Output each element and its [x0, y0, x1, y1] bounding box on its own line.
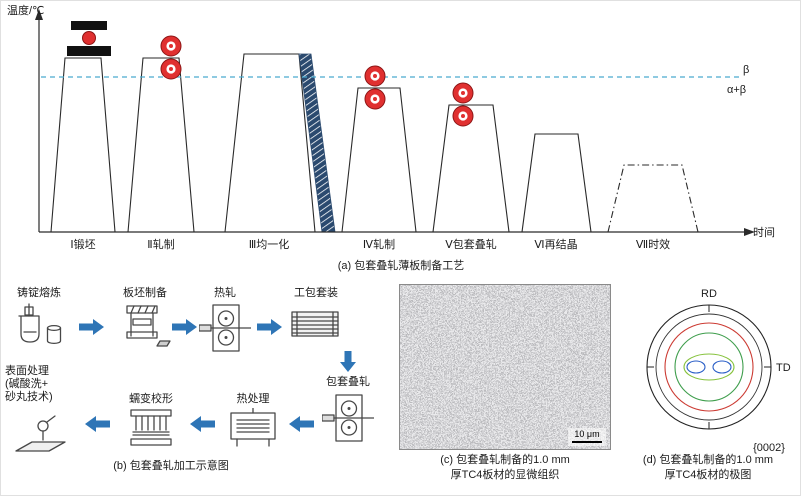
heat-treatment-furnace-icon	[230, 408, 276, 447]
trapezoid-rolling-1	[127, 57, 195, 233]
y-axis-label: 温度/℃	[7, 3, 44, 17]
trapezoid-recrystallization	[521, 133, 592, 233]
micrograph-texture	[400, 285, 610, 449]
flow-label-pack-rolling: 包套叠轧	[326, 376, 370, 388]
pole-figure: RD TD {0002}	[646, 288, 791, 454]
scale-bar-line	[572, 440, 602, 443]
axes	[38, 17, 747, 233]
pack-assembly-icon	[291, 311, 339, 337]
arrow-right-icon	[79, 319, 104, 335]
arrow-left-icon	[85, 416, 110, 432]
x-axis-label: 时间	[753, 226, 775, 239]
panel-d-caption: (d) 包套叠轧制备的1.0 mm 厚TC4板材的极图	[615, 453, 800, 483]
scale-bar-label: 10 μm	[574, 428, 600, 439]
panel-d-caption-line-1: (d) 包套叠轧制备的1.0 mm	[642, 454, 774, 466]
flow-label-hot-rolling: 热轧	[214, 287, 236, 299]
td-axis-label: TD	[776, 362, 791, 374]
arrow-left-icon	[289, 416, 314, 432]
step-label-aging: Ⅶ时效	[636, 237, 670, 251]
rd-axis-label: RD	[701, 288, 717, 300]
step-label-rolling-1: Ⅱ轧制	[147, 237, 174, 251]
surface-treatment-line-3: 砂丸技术)	[5, 391, 53, 403]
beta-label: β	[743, 64, 749, 76]
flow-label-surface-treatment: 表面处理 (碱酸洗+ 砂丸技术)	[5, 365, 81, 404]
creep-forming-press-icon	[130, 409, 172, 446]
alpha-beta-label: α+β	[727, 84, 746, 96]
panel-a-caption: (a) 包套叠轧薄板制备工艺	[338, 258, 465, 272]
y-axis-arrowhead	[35, 9, 43, 20]
hot-rolling-mill-icon	[199, 304, 251, 352]
slab-press-icon	[126, 305, 171, 347]
pole-contour-green	[674, 332, 744, 402]
process-trapezoids	[50, 53, 699, 233]
flow-label-creep-forming: 蠕变校形	[129, 393, 173, 405]
step-label-recrystallization: Ⅵ再结晶	[534, 238, 577, 251]
pole-circle-2	[655, 313, 763, 421]
arrow-right-icon	[172, 319, 197, 335]
panel-d-caption-line-2: 厚TC4板材的极图	[664, 469, 752, 481]
step-label-forging: Ⅰ锻坯	[70, 237, 95, 251]
trapezoid-aging	[607, 164, 699, 233]
panel-c-caption-line-2: 厚TC4板材的显微组织	[450, 469, 560, 481]
pole-plane-label: {0002}	[753, 442, 785, 454]
pole-contour-light-green	[683, 353, 735, 381]
scale-bar: 10 μm	[568, 427, 606, 446]
pole-contour-blue-right	[712, 360, 732, 374]
step-label-pack-rolling: Ⅴ包套叠轧	[445, 237, 497, 251]
pole-contour-red	[664, 322, 754, 412]
panel-a-temperature-diagram: 温度/℃ 时间 β α+β Ⅰ锻坯 Ⅱ轧制 Ⅲ均一化 Ⅳ轧制 Ⅴ包套叠轧 Ⅵ再结…	[7, 3, 775, 272]
pole-tick-marks	[647, 305, 771, 429]
arrow-right-icon	[257, 319, 282, 335]
trapezoid-homogenization	[224, 53, 316, 233]
arrow-down-icon	[340, 351, 356, 372]
step-label-rolling-2: Ⅳ轧制	[363, 237, 395, 251]
pole-outer-circle	[646, 304, 772, 430]
roll-pair-icon-rolling-1	[160, 35, 182, 80]
panel-c-caption: (c) 包套叠轧制备的1.0 mm 厚TC4板材的显微组织	[397, 453, 613, 483]
trapezoid-rolling-2	[341, 87, 417, 233]
flow-label-melting: 铸锭熔炼	[17, 287, 61, 299]
flow-label-heat-treatment: 热处理	[236, 393, 270, 405]
panel-c-caption-line-1: (c) 包套叠轧制备的1.0 mm	[440, 454, 570, 466]
flow-label-slab-prep: 板坯制备	[123, 287, 167, 299]
surface-treatment-icon	[15, 415, 66, 452]
melting-furnace-icon	[18, 303, 62, 345]
flow-label-pack-assembly: 工包套装	[294, 287, 338, 299]
arrow-left-icon	[190, 416, 215, 432]
micrograph-image: 10 μm	[399, 284, 611, 450]
roll-pair-icon-rolling-2	[364, 65, 386, 110]
trapezoid-pack-rolling	[432, 104, 510, 233]
pack-rolling-mill-icon	[322, 394, 374, 442]
surface-treatment-line-2: (碱酸洗+	[5, 378, 49, 390]
x-axis-arrowhead	[744, 228, 755, 236]
pole-contour-blue-left	[686, 360, 706, 374]
roll-pair-icon-pack-rolling	[452, 82, 474, 127]
trapezoid-forging	[50, 57, 116, 233]
step-label-homogenization: Ⅲ均一化	[249, 237, 290, 251]
surface-treatment-line-1: 表面处理	[5, 365, 49, 377]
panel-b-caption: (b) 包套叠轧加工示意图	[113, 460, 229, 472]
forging-press-icon	[67, 21, 111, 56]
